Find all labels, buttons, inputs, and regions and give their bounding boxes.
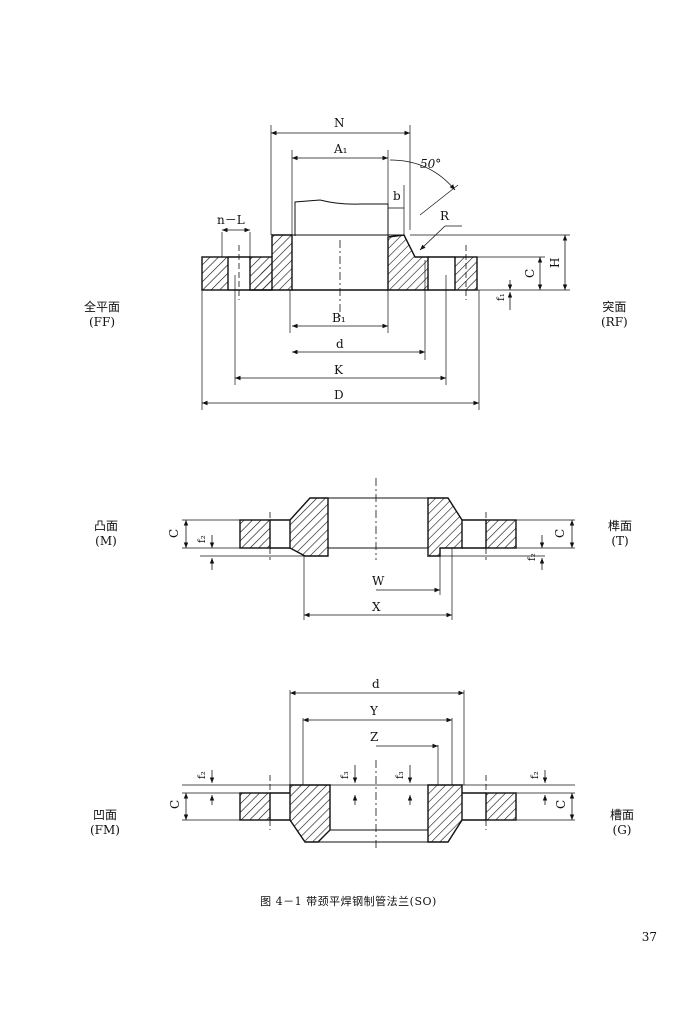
- dim-b: b: [393, 189, 401, 203]
- top-dimension-labels: N A₁ 50° b R n－L H C f₁ B₁ d K D: [217, 116, 562, 402]
- right-hub: [387, 234, 429, 291]
- label-m: 凸面 (M): [94, 519, 118, 549]
- figure-caption: 图 4－1 带颈平焊钢制管法兰(SO): [260, 895, 437, 908]
- dim-n: N: [334, 116, 345, 130]
- dim-f2-t: f₂: [527, 553, 538, 561]
- middle-dimension-labels: C f₂ C f₂ W X: [167, 529, 567, 614]
- dim-c: C: [523, 269, 537, 278]
- dim-c-fm: C: [168, 800, 182, 809]
- dim-d: d: [336, 337, 344, 351]
- label-fm-en: (FM): [90, 823, 120, 837]
- label-ff-cn: 全平面: [84, 300, 121, 314]
- bottom-dimension-labels: d Y Z C f₂ C f₂ f₃ f₃: [168, 677, 568, 809]
- label-m-en: (M): [95, 534, 117, 548]
- bottom-section-view: [182, 690, 575, 850]
- label-rf-en: (RF): [601, 315, 628, 329]
- dim-angle: 50°: [420, 157, 441, 171]
- dim-c-g: C: [554, 800, 568, 809]
- label-ff: 全平面 (FF): [84, 300, 120, 330]
- dim-r: R: [440, 209, 450, 223]
- left-outer-ring: [201, 256, 229, 291]
- page-number: 37: [641, 930, 657, 944]
- dim-x: X: [372, 600, 381, 614]
- dim-a1: A₁: [333, 142, 347, 156]
- label-fm: 凹面 (FM): [90, 808, 120, 838]
- dim-h: H: [548, 258, 562, 268]
- label-t: 榫面 (T): [608, 519, 632, 549]
- dim-y: Y: [369, 704, 379, 718]
- label-ff-en: (FF): [89, 315, 116, 329]
- dim-D: D: [334, 388, 344, 402]
- dim-z: Z: [370, 730, 378, 744]
- dim-c-t: C: [553, 529, 567, 538]
- label-g-cn: 槽面: [610, 808, 635, 822]
- label-t-cn: 榫面: [608, 519, 633, 533]
- top-section-view: [201, 125, 570, 410]
- dim-c-m: C: [167, 529, 181, 538]
- dim-nl: n－L: [217, 213, 245, 227]
- label-g-en: (G): [612, 823, 632, 837]
- dim-f2-fm: f₂: [197, 771, 208, 779]
- dim-f3-right: f₃: [395, 771, 406, 779]
- dim-f3-left: f₃: [340, 771, 351, 779]
- dim-f2-m: f₂: [197, 535, 208, 543]
- dim-f2-g: f₂: [530, 771, 541, 779]
- middle-section-view: [182, 478, 575, 620]
- label-rf-cn: 突面: [602, 300, 627, 314]
- label-g: 槽面 (G): [610, 808, 634, 838]
- dim-b1: B₁: [332, 311, 346, 325]
- label-m-cn: 凸面: [94, 519, 119, 533]
- dim-d-fm: d: [372, 677, 380, 691]
- dim-k: K: [334, 363, 344, 377]
- label-t-en: (T): [611, 534, 629, 548]
- dim-w: W: [372, 574, 385, 588]
- label-fm-cn: 凹面: [92, 808, 117, 822]
- dim-f1: f₁: [496, 293, 507, 301]
- label-rf: 突面 (RF): [601, 300, 628, 330]
